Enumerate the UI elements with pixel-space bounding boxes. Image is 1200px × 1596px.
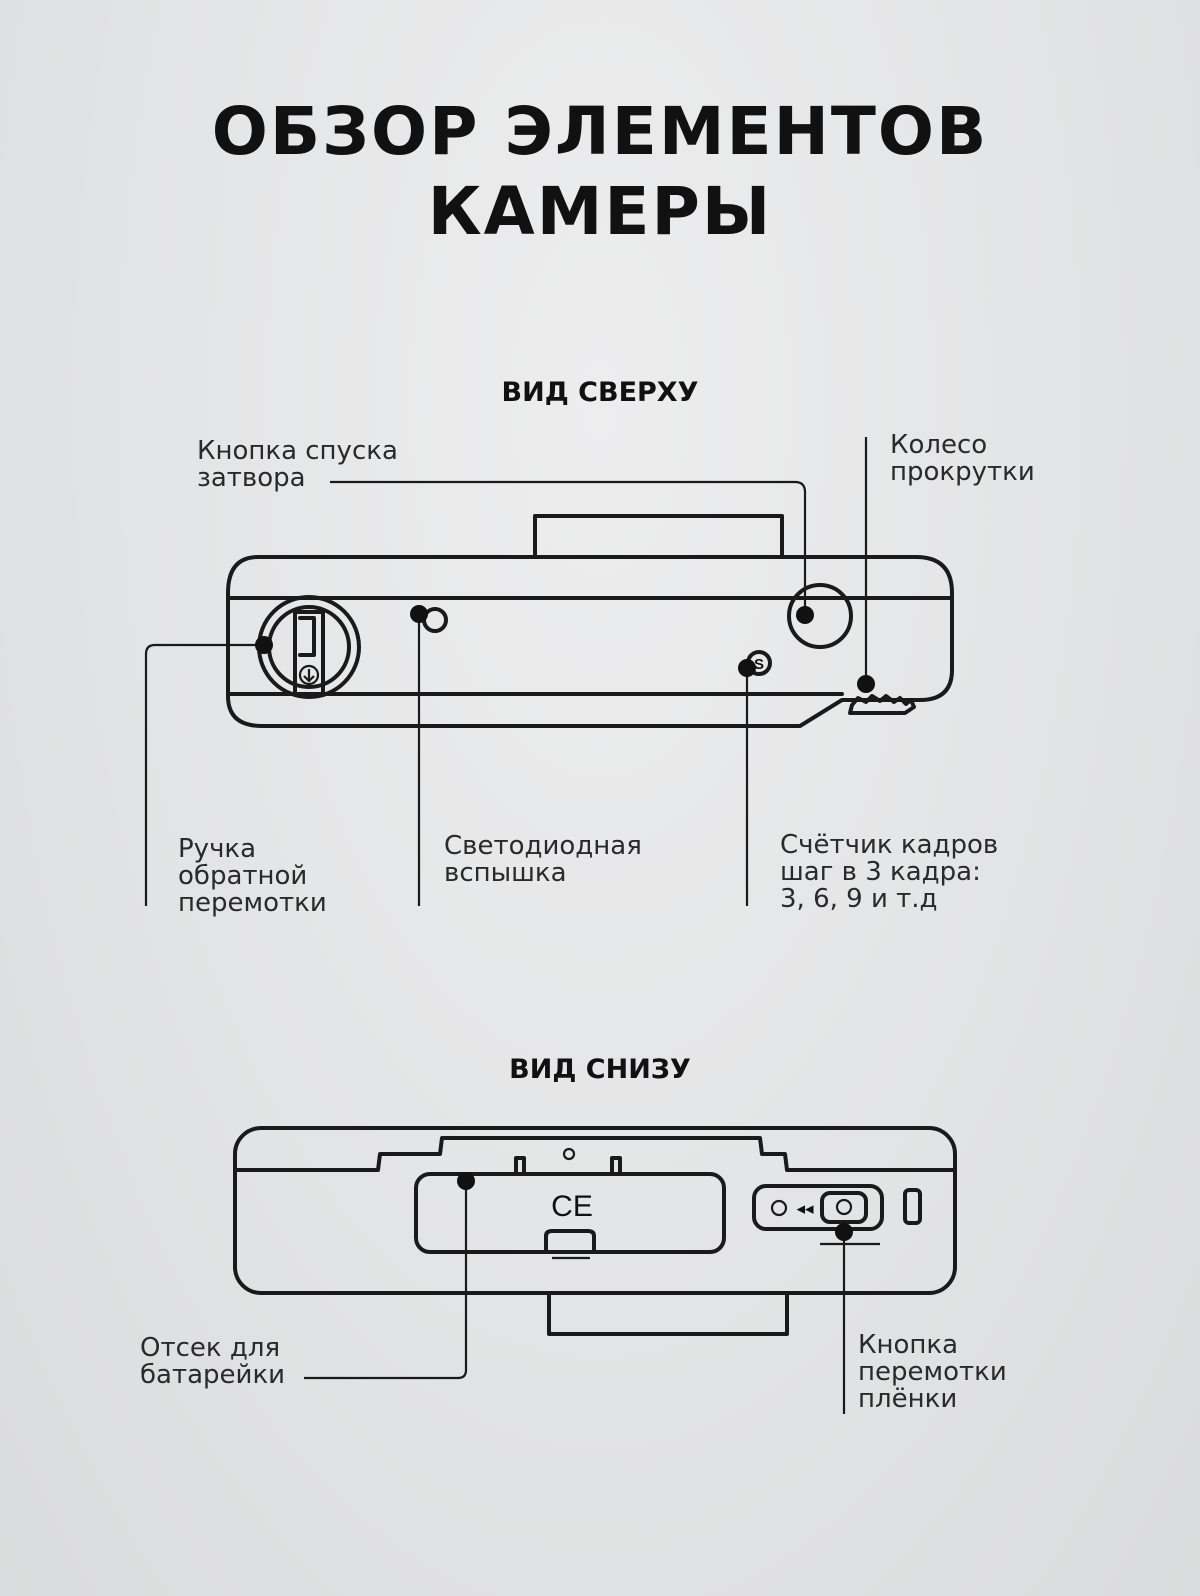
rewind-arrow-icon (303, 669, 315, 683)
label-frame-counter: Счётчик кадров шаг в 3 кадра: 3, 6, 9 и … (780, 832, 998, 913)
label-shutter-button-line-2: затвора (197, 463, 306, 493)
rewind-switch-knob (835, 1198, 853, 1216)
label-scroll-wheel: Колесо прокрутки (890, 432, 1035, 486)
label-rewind-crank-line-2: обратной (178, 861, 308, 891)
label-scroll-wheel-line-1: Колесо (890, 430, 988, 460)
top-view-heading: ВИД СВЕРХУ (501, 377, 699, 408)
rewind-symbol-icon: ◂◂ (796, 1199, 814, 1218)
top-view-drawing: S (144, 437, 954, 906)
leader-line-battery-compartment (304, 1183, 468, 1380)
label-led-flash-line-1: Светодиодная (444, 831, 642, 861)
label-battery-compartment: Отсек для батарейки (140, 1335, 285, 1389)
anchor-dot-shutter-button (796, 606, 814, 624)
camera-body-top-outline (226, 555, 954, 728)
battery-latch (544, 1229, 596, 1254)
label-battery-compartment-line-2: батарейки (140, 1360, 286, 1390)
anchor-dot-scroll-wheel (857, 675, 875, 693)
camera-body-bottom-outline (233, 1126, 957, 1295)
rewind-switch-slider (820, 1191, 868, 1224)
leader-line-shutter-button (330, 480, 807, 612)
rewind-switch-housing (752, 1184, 884, 1231)
camera-mode-icon (770, 1199, 788, 1217)
label-rewind-crank-line-1: Ручка (178, 834, 257, 864)
label-battery-compartment-line-1: Отсек для (140, 1333, 281, 1363)
leader-line-rewind-crank (144, 643, 264, 906)
anchor-dot-frame-counter (738, 659, 756, 677)
ce-mark: CE (551, 1190, 593, 1223)
label-led-flash: Светодиодная вспышка (444, 833, 642, 887)
pin-hole (562, 1147, 576, 1161)
pin-right (610, 1156, 622, 1175)
label-rewind-crank-line-3: перемотки (178, 888, 327, 918)
anchor-dot-led-flash (410, 605, 428, 623)
rewind-arrow-circle (298, 664, 320, 686)
label-rewind-crank: Ручка обратной перемотки (178, 836, 327, 917)
scroll-wheel-gear (848, 694, 916, 715)
viewfinder-bump (533, 514, 784, 559)
bottom-view-heading: ВИД СНИЗУ (509, 1054, 691, 1085)
rewind-crank-dial (257, 595, 361, 699)
label-led-flash-line-2: вспышка (444, 858, 567, 888)
anchor-dot-battery-compartment (457, 1172, 475, 1190)
pin-left (514, 1156, 526, 1175)
anchor-dot-film-rewind (835, 1223, 853, 1241)
rewind-crank-lever (293, 610, 325, 697)
label-film-rewind-button: Кнопка перемотки плёнки (858, 1332, 1007, 1413)
frame-counter-mark: S (754, 656, 764, 673)
strap-slot (903, 1188, 922, 1225)
page-title-line-2: КАМЕРЫ (427, 173, 773, 250)
shutter-button-circle (787, 583, 853, 649)
label-shutter-button-line-1: Кнопка спуска (197, 436, 398, 466)
lens-bump-bottom (547, 1291, 789, 1336)
label-frame-counter-line-2: шаг в 3 кадра: (780, 857, 981, 887)
anchor-dot-rewind-crank (255, 636, 273, 654)
bottom-inner-contour (235, 1136, 955, 1172)
label-frame-counter-line-3: 3, 6, 9 и т.д (780, 884, 938, 914)
label-film-rewind-button-line-1: Кнопка (858, 1330, 959, 1360)
label-film-rewind-button-line-2: перемотки (858, 1357, 1007, 1387)
page-title-line-1: ОБЗОР ЭЛЕМЕНТОВ (211, 93, 989, 170)
label-scroll-wheel-line-2: прокрутки (890, 457, 1035, 487)
label-frame-counter-line-1: Счётчик кадров (780, 830, 999, 860)
battery-compartment-cover (414, 1172, 726, 1254)
rewind-crank-lever-slot (298, 616, 316, 657)
label-shutter-button: Кнопка спуска затвора (197, 438, 398, 492)
label-film-rewind-button-line-3: плёнки (858, 1384, 958, 1414)
bottom-view-drawing: CE ◂◂ (233, 1126, 957, 1414)
